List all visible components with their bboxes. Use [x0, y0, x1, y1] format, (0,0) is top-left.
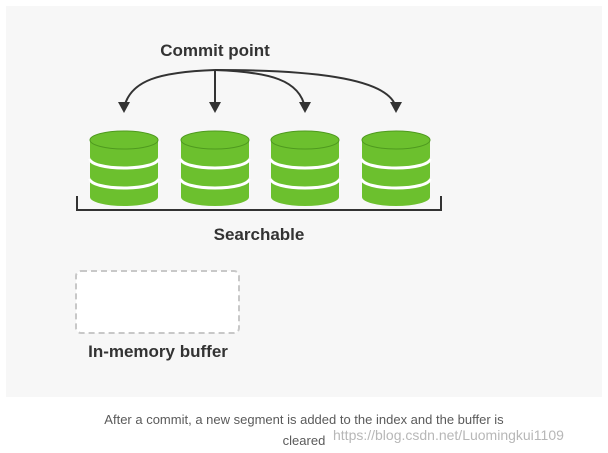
commit-arrows: [123, 69, 397, 109]
caption-line-1: After a commit, a new segment is added t…: [104, 412, 504, 427]
searchable-bracket: [76, 196, 442, 211]
arrowhead-4: [390, 102, 402, 113]
arrowhead-2: [209, 102, 221, 113]
arrow-to-segment-3: [214, 69, 306, 109]
in-memory-buffer: [75, 270, 240, 334]
caption-line-2: cleared: [282, 433, 326, 448]
segment-3: [269, 130, 341, 206]
arrow-to-segment-4: [214, 69, 397, 109]
segments: [88, 130, 432, 206]
commit-point-label: Commit point: [160, 41, 270, 60]
segment-2: [179, 130, 251, 206]
segment-commit-diagram: Commit point Searchable In-memory buffer: [75, 41, 442, 361]
arrowhead-1: [118, 102, 130, 113]
arrowhead-3: [299, 102, 311, 113]
searchable-label: Searchable: [214, 225, 305, 244]
arrow-to-segment-1: [123, 69, 216, 109]
arrow-heads: [118, 102, 402, 113]
segment-4: [360, 130, 432, 206]
watermark: https://blog.csdn.net/Luomingkui1109: [333, 427, 564, 443]
in-memory-buffer-label: In-memory buffer: [88, 342, 228, 361]
segment-1: [88, 130, 160, 206]
